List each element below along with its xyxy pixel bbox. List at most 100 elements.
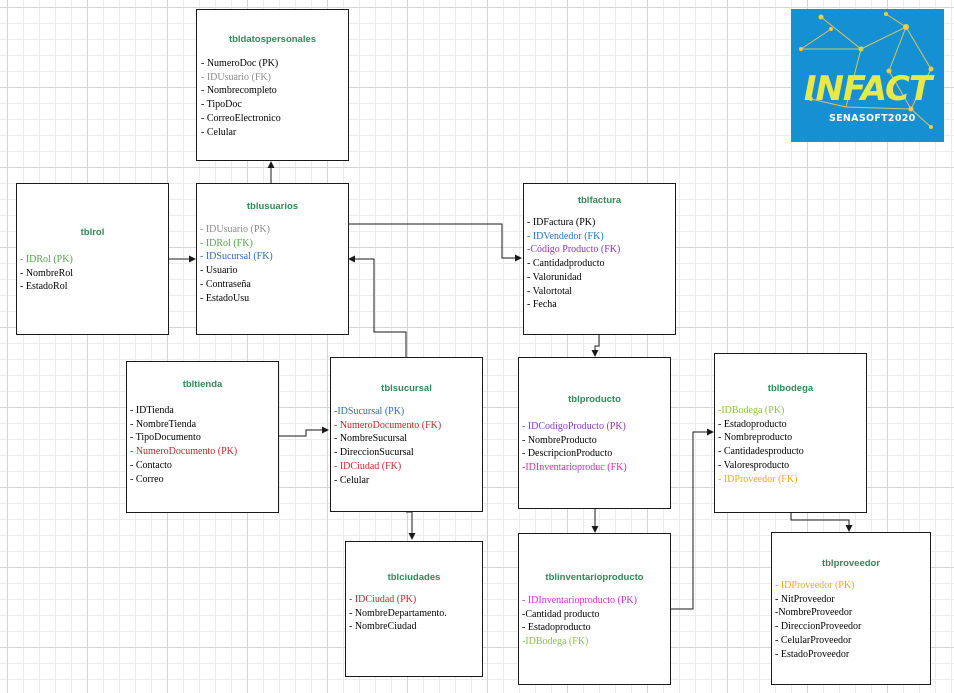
table-title: tblbodega [767,383,814,394]
field-row: - NombreCiudad [349,621,417,633]
logo-wordmark: INFACT [803,69,932,109]
table-tblfactura[interactable]: tblfactura - IDFactura (PK) - IDVendedor … [523,183,676,335]
table-tblsucursal[interactable]: tblsucursal -IDSucursal (PK) - NumeroDocu… [330,357,483,512]
field-row: - Celular [334,474,370,486]
field-row: -IDBodega (FK) [522,636,589,648]
field-row: - TipoDocumento [130,432,201,444]
field-row: - NombreProducto [522,434,597,446]
field-list: - IDCiudad (PK) - NombreDepartamento. - No… [349,593,447,634]
field-row: - IDTienda [130,405,174,416]
table-title: tbltienda [182,379,223,390]
field-row: - IDVendedor (FK) [527,230,604,242]
field-row: - DireccionSucursal [334,447,414,459]
field-row: - EstadoUsu [200,292,250,304]
connector-sucursal-ciudades [406,511,416,540]
table-tblbodega[interactable]: tblbodega -IDBodega (PK) - Estadoproducto… [714,353,867,513]
field-row: - Celular [201,126,237,138]
field-row: - IDRol (FK) [200,237,253,249]
table-title: tblusuarios [246,201,299,212]
field-row: - NitProveedor [775,593,835,605]
field-row: - IDProveedor (FK) [718,473,798,485]
field-list: -IDSucursal (PK) - NumeroDocumento (FK) - … [334,405,441,487]
field-row: - NumeroDoc (PK) [201,58,279,69]
field-list: - IDInventarioproducto (PK) -Cantidad pro… [522,594,637,649]
field-row: - IDProveedor (PK) [775,580,855,591]
field-row: - Nombreproducto [718,432,793,444]
table-tblrol[interactable]: tblrol - IDRol (PK) - NombreRol - EstadoRo… [16,183,169,335]
table-tbldatospersonales[interactable]: tbldatospersonales - NumeroDoc (PK) - IDU… [196,9,349,161]
connector-sucursal-usuarios [348,255,407,357]
field-list: - IDRol (PK) - NombreRol - EstadoRol [20,253,73,294]
connector-bodega-proveedor [790,513,853,532]
field-list: - IDTienda - NombreTienda - TipoDocumento -… [130,404,237,486]
field-list: - IDCodigoProducto (PK) - NombreProducto -… [522,420,627,475]
table-tblciudades[interactable]: tblciudades - IDCiudad (PK) - NombreDepar… [345,541,483,677]
field-row: -IDInventarioproduc (FK) [522,462,627,474]
network-graphic-icon [799,12,934,129]
field-row: - TipoDoc [201,99,242,111]
table-title: tblrol [80,227,105,238]
field-row: - IDInventarioproducto (PK) [522,595,637,606]
field-row: - IDSucursal (FK) [200,251,273,263]
field-row: - DireccionProveedor [775,621,862,633]
field-row: - Cantidadproducto [527,258,605,270]
table-title: tblsucursal [381,383,432,394]
field-row: - IDFactura (PK) [527,217,596,228]
field-row: - Nombrecompleto [201,85,277,97]
field-row: -Código Producto (FK) [527,244,621,256]
field-row: - IDRol (PK) [20,254,73,265]
field-row: - NombreSucursal [334,433,408,445]
field-row: - Usuario [200,265,238,277]
field-list: -IDBodega (PK) - Estadoproducto - Nombrepr… [718,404,804,486]
table-title: tblproducto [568,394,621,405]
table-tbltienda[interactable]: tbltienda - IDTienda - NombreTienda - Tipo… [126,361,279,513]
field-row: - IDUsuario (FK) [201,71,271,83]
field-row: - Contacto [130,459,172,471]
table-title: tblinventarioproducto [545,572,644,583]
connector-tienda-sucursal [279,426,329,437]
field-row: - Valoresproducto [718,459,790,471]
field-row: - NombreRol [20,267,74,279]
field-row: - CelularProveedor [775,634,852,646]
field-row: - Fecha [527,299,557,311]
field-row: - NombreTienda [130,418,197,430]
table-tblproducto[interactable]: tblproducto - IDCodigoProducto (PK) - Nom… [518,357,671,509]
field-row: - EstadoRol [20,281,68,293]
infact-logo: INFACT SENASOFT2020 [791,9,944,142]
field-row: - EstadoProveedor [775,648,850,660]
table-title: tblciudades [387,572,441,583]
field-row: - IDCiudad (FK) [334,460,402,472]
field-row: -IDBodega (PK) [718,405,785,416]
field-row: - Valortotal [527,285,573,297]
table-tblproveedor[interactable]: tblproveedor - IDProveedor (PK)- NitProv… [771,532,931,685]
logo-subtitle: SENASOFT2020 [829,113,916,124]
field-row: - IDUsuario (PK) [200,224,270,235]
field-row: - Correo [130,473,164,485]
field-list: - IDFactura (PK) - IDVendedor (FK) -Código… [527,216,620,312]
field-list: - NumeroDoc (PK) - IDUsuario (FK) - Nombre… [201,57,281,139]
connector-inventario-bodega [670,428,714,610]
field-row: - NumeroDocumento (PK) [130,446,238,458]
table-tblinventarioproducto[interactable]: tblinventarioproducto - IDInventarioprod… [518,533,671,685]
field-row: - Estadoproducto [522,622,591,634]
field-row: - NombreDepartamento. [349,607,447,619]
connector-factura-producto [591,334,600,357]
field-row: -IDSucursal (PK) [334,406,405,417]
table-title: tblfactura [577,195,622,206]
field-row: -Cantidad producto [522,608,600,620]
field-row: - IDCodigoProducto (PK) [522,421,626,432]
field-row: - Cantidadesproducto [718,446,804,458]
field-list: - IDUsuario (PK) - IDRol (FK) - IDSucursal… [200,223,273,305]
table-title: tbldatospersonales [228,34,317,45]
field-row: - DescripcionProducto [522,448,613,460]
field-row: - IDCiudad (PK) [349,594,417,605]
field-row: - Contraseña [200,278,251,290]
connector-usuarios-factura [347,223,522,262]
field-row: - CorreoElectronico [201,112,281,124]
field-row: - NumeroDocumento (FK) [334,419,442,431]
field-row: - Estadoproducto [718,418,787,430]
table-tblusuarios[interactable]: tblusuarios - IDUsuario (PK) - IDRol (FK)… [196,183,349,335]
field-row: -NombreProveedor [775,607,853,619]
